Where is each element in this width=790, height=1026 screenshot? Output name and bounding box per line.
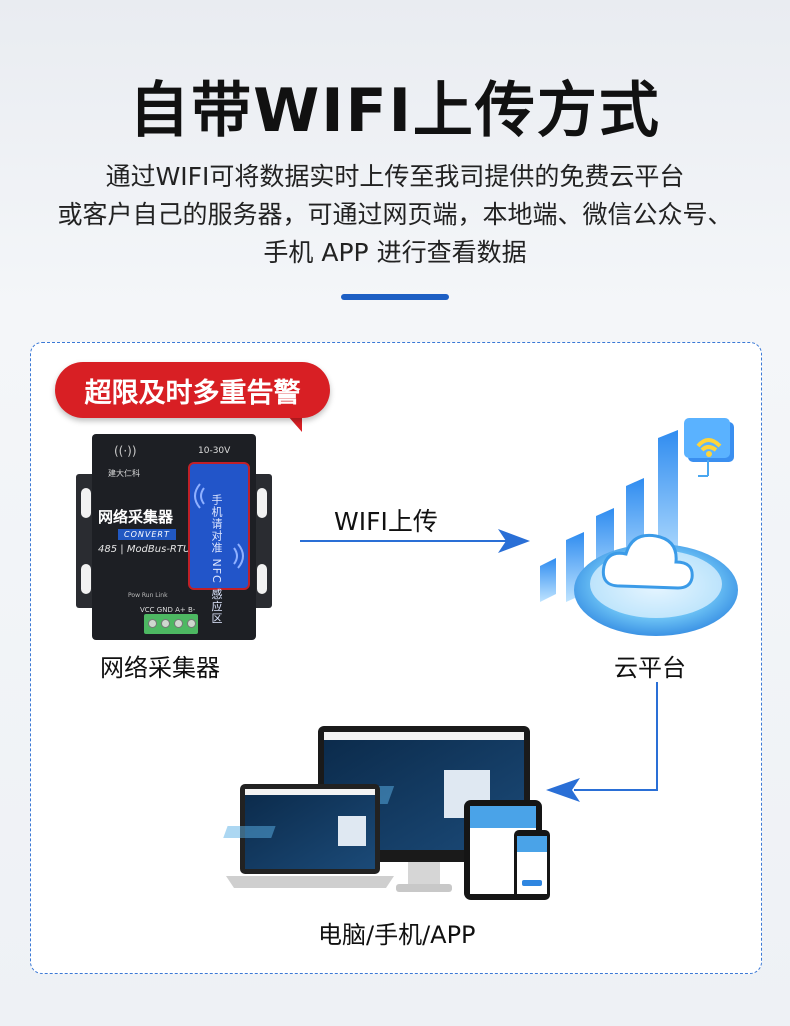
- device-tag: CONVERT: [118, 529, 176, 540]
- nfc-wave-icon: [194, 483, 244, 569]
- mounting-ear-left: [76, 474, 96, 608]
- antenna-icon: ((·)): [114, 444, 137, 458]
- cloud-platform-graphic: [530, 416, 750, 646]
- alarm-badge: 超限及时多重告警: [55, 362, 330, 418]
- device-caption: 网络采集器: [100, 654, 220, 682]
- mounting-ear-right: [252, 474, 272, 608]
- nfc-area: [188, 462, 250, 590]
- wifi-upload-label: WIFI上传: [334, 507, 438, 536]
- device-brand: 建大仁科: [108, 469, 140, 478]
- cloud-icon: [540, 418, 738, 636]
- network-collector-device: ((·)) 建大仁科 10-30V 网络采集器 CONVERT 485 | Mo…: [76, 434, 272, 640]
- description-line-1: 通过WIFI可将数据实时上传至我司提供的免费云平台: [105, 162, 685, 191]
- nfc-text: 手机请对准 NFC 感应区: [210, 494, 223, 625]
- title-divider: [341, 294, 449, 300]
- terminal-block: [144, 614, 198, 634]
- page-title: 自带WIFI上传方式: [129, 76, 661, 146]
- cloud-caption: 云平台: [614, 654, 686, 682]
- upload-arrow-icon: [300, 529, 530, 553]
- clients-caption: 电脑/手机/APP: [318, 921, 476, 949]
- device-model: 485 | ModBus-RTU: [98, 544, 191, 555]
- download-arrow-icon: [546, 682, 658, 802]
- terminal-labels: VCC GND A+ B-: [140, 606, 196, 614]
- description-line-2: 或客户自己的服务器，可通过网页端，本地端、微信公众号、: [57, 200, 733, 229]
- indicator-labels: Pow Run Link: [128, 592, 168, 599]
- device-voltage: 10-30V: [198, 446, 231, 456]
- device-name: 网络采集器: [98, 508, 174, 526]
- computer-phone-icon: [223, 726, 550, 900]
- description: 通过WIFI可将数据实时上传至我司提供的免费云平台 或客户自己的服务器，可通过网…: [0, 158, 790, 272]
- description-line-3: 手机 APP 进行查看数据: [263, 238, 527, 267]
- client-devices-graphic: [220, 726, 580, 906]
